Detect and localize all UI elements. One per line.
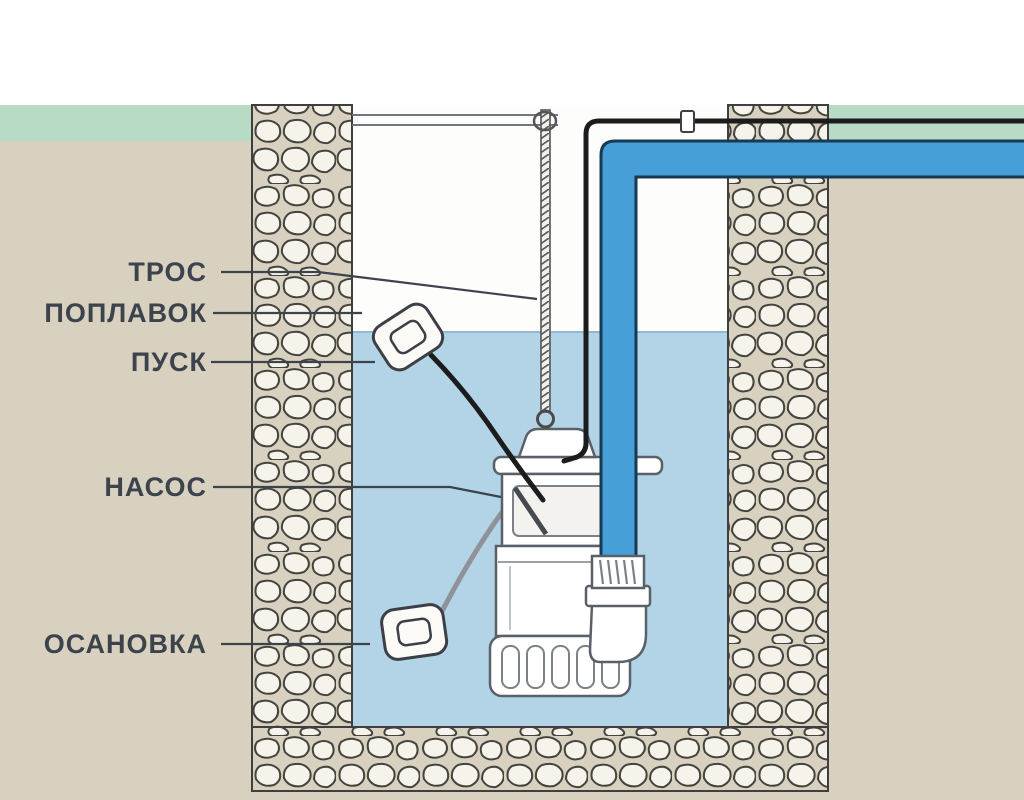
stone-walls [251, 104, 829, 792]
label-rope: ТРОС [128, 257, 207, 287]
rope-ring [536, 409, 555, 429]
leader-nasos [213, 485, 502, 499]
sky-band [0, 0, 1024, 105]
start-float [371, 302, 445, 372]
power-cable-group [561, 110, 1024, 464]
label-start: ПУСК [131, 347, 207, 377]
wall-right [727, 104, 829, 728]
outlet-elbow [588, 602, 648, 664]
power-cable [561, 118, 1024, 464]
wall-bottom [251, 726, 829, 792]
thread-lines [598, 559, 637, 585]
discharge-pipe [599, 139, 1024, 563]
start-float-body [371, 302, 445, 372]
stop-float-body [380, 603, 449, 661]
start-float-window [389, 319, 427, 355]
pump-base-ribs [501, 645, 620, 689]
pump-panel-vent [512, 486, 549, 536]
rope [540, 109, 551, 413]
wall-left [251, 104, 353, 728]
pit-air [352, 105, 728, 332]
pump-panel [512, 485, 610, 537]
stop-float-window [396, 617, 432, 647]
cable-connector [680, 110, 695, 133]
start-float-cable [428, 352, 546, 503]
rope-assembly [352, 109, 558, 413]
label-stop: ОСАНОВКА [44, 629, 207, 659]
pump-outlet [584, 554, 652, 664]
leader-lines [211, 270, 538, 646]
stop-float [380, 603, 449, 661]
rope-coil [532, 110, 558, 132]
grass-left [0, 105, 252, 141]
labels: ТРОС ПОПЛАВОК ПУСК НАСОС ОСАНОВКА [44, 257, 207, 659]
leader-tros [221, 270, 538, 301]
label-float: ПОПЛАВОК [44, 298, 207, 328]
label-pump: НАСОС [104, 472, 207, 502]
